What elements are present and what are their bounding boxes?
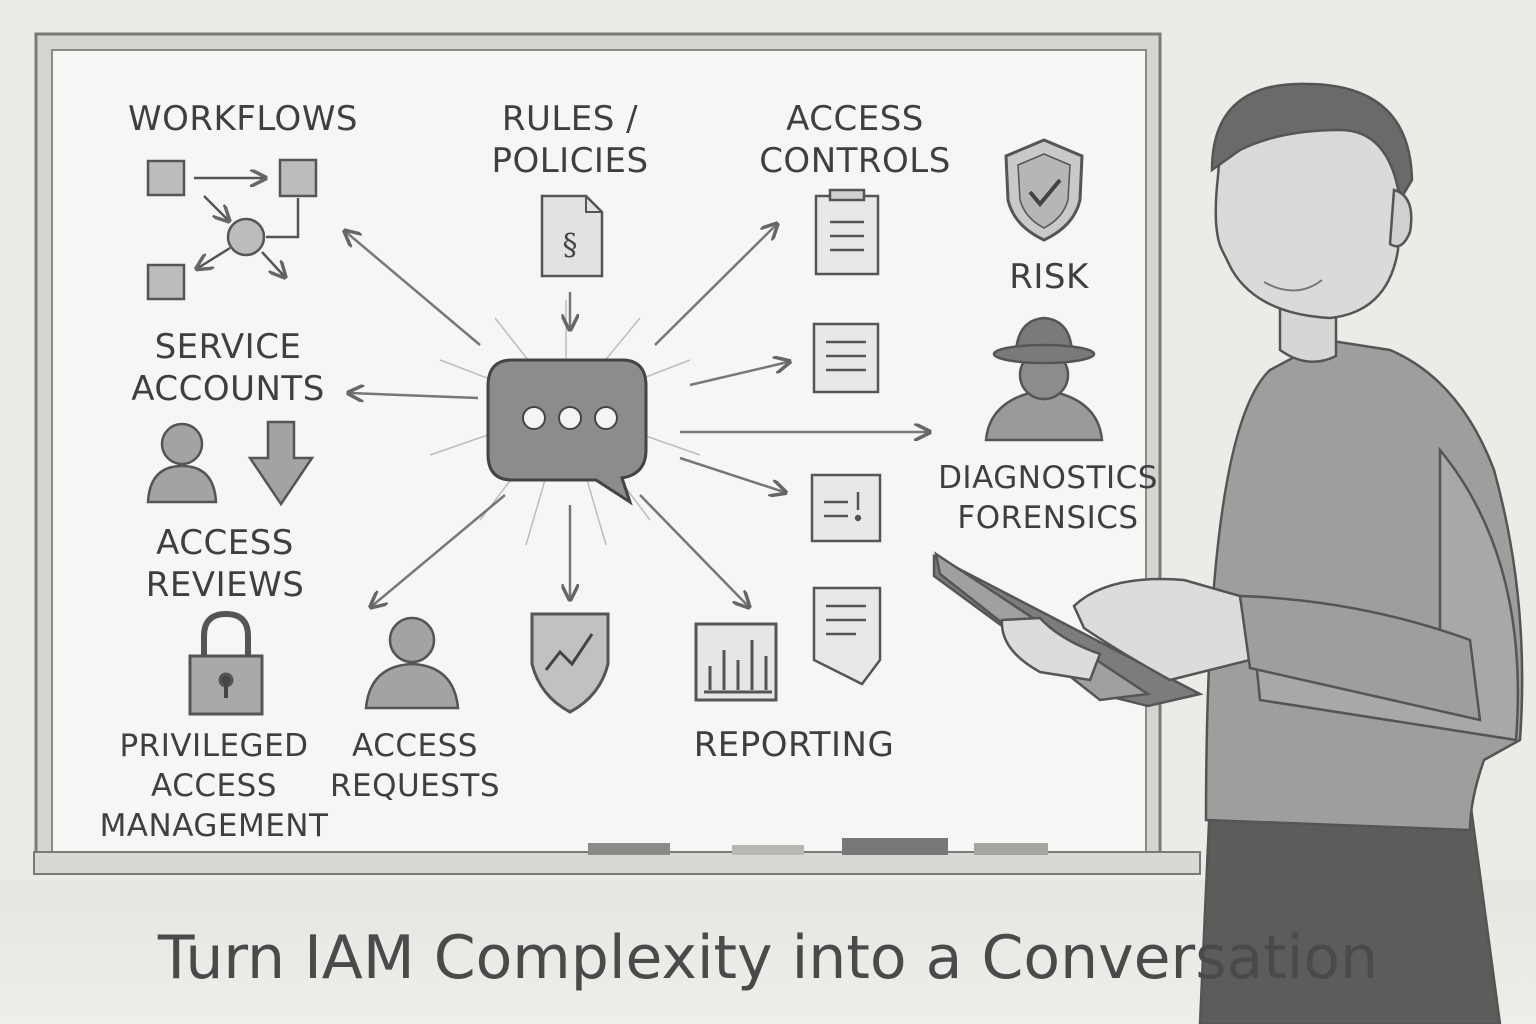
marker-2 — [842, 838, 948, 855]
section-symbol: § — [563, 228, 578, 263]
arrow-to-document-2 — [689, 362, 788, 387]
alert-document-icon — [810, 473, 882, 543]
arrow-to-access-controls — [654, 225, 776, 346]
eraser — [732, 845, 804, 855]
arrow-to-alert-doc — [679, 456, 784, 492]
arrow-to-access-requests — [372, 494, 506, 606]
detective-icon — [984, 316, 1104, 442]
label-risk: RISK — [1009, 257, 1089, 297]
arrow-to-reporting — [639, 494, 748, 606]
workflow-diagram-icon — [146, 158, 318, 301]
arrow-to-service-accounts — [350, 393, 479, 398]
chat-bubble-icon — [486, 358, 648, 506]
label-reporting: REPORTING — [693, 725, 895, 765]
bar-chart-icon — [694, 622, 778, 702]
shield-check-icon — [1004, 138, 1084, 242]
label-workflows: WORKFLOWS — [127, 99, 359, 139]
report-document-icon — [812, 586, 882, 686]
requester-user-icon — [364, 616, 460, 710]
marker-3 — [974, 843, 1048, 855]
trend-shield-icon — [530, 612, 610, 714]
user-icon — [146, 422, 218, 504]
lock-icon — [188, 610, 264, 716]
marker-1 — [588, 843, 670, 855]
caption-title: Turn IAM Complexity into a Conversation — [157, 923, 1379, 993]
list-document-icon — [812, 322, 880, 394]
presenter-person — [932, 82, 1524, 1024]
access-control-document-icon — [814, 188, 880, 276]
connector-arrows — [346, 225, 928, 606]
arrow-to-workflows — [346, 232, 481, 346]
policy-document-icon: § — [540, 194, 604, 278]
label-rules-policies: RULES /POLICIES — [491, 99, 649, 181]
down-arrow-icon — [247, 420, 315, 507]
